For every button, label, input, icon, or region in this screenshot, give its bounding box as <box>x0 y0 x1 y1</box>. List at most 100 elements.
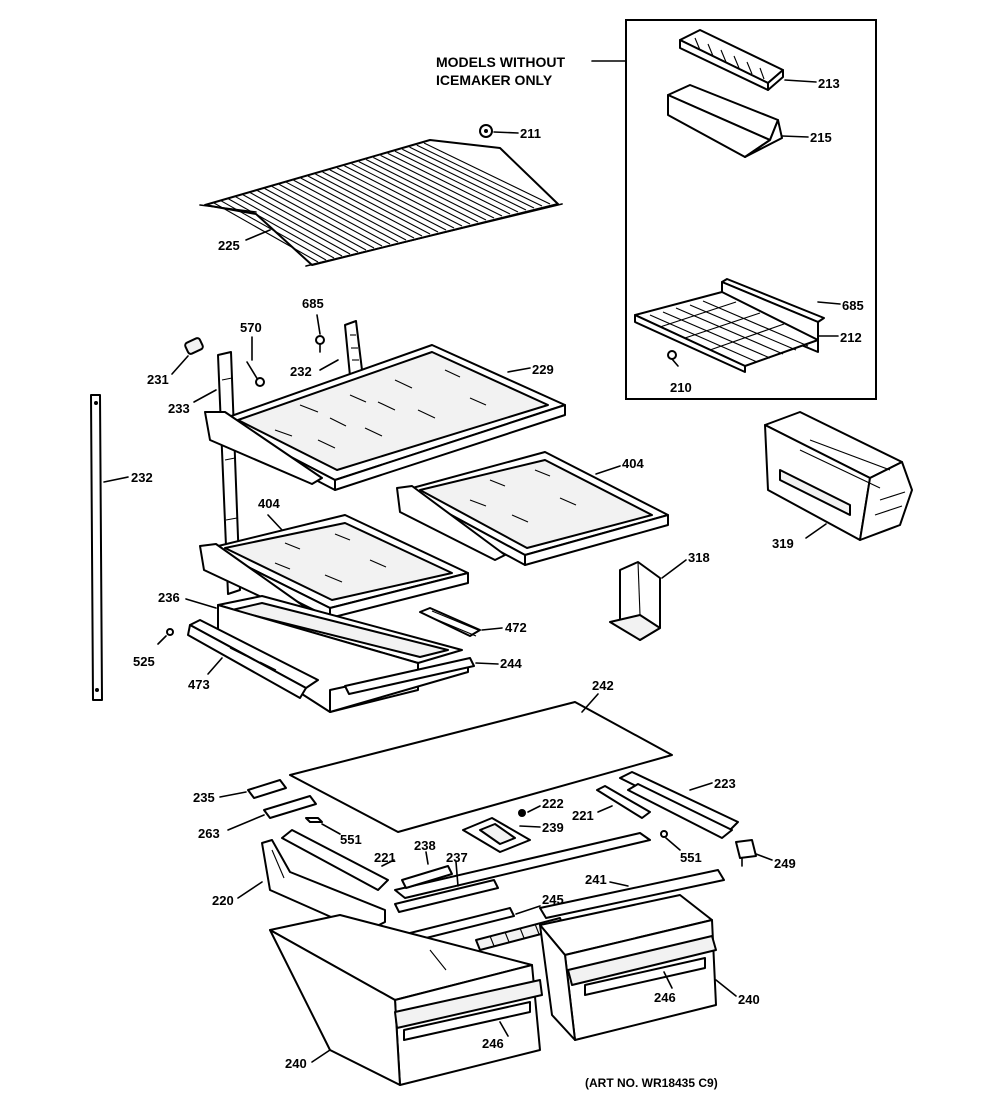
part-241-tube <box>539 869 725 919</box>
leader-240b <box>311 1049 331 1063</box>
part-239-bracket <box>462 817 531 853</box>
shelf-wire <box>271 185 383 247</box>
callout-231: 231 <box>147 372 169 387</box>
leader-263 <box>227 814 265 831</box>
part-237-strip <box>394 879 499 913</box>
shelf-wire <box>293 179 407 241</box>
part-221-rail-right <box>596 785 651 819</box>
callout-404-right: 404 <box>622 456 644 471</box>
callout-236: 236 <box>158 590 180 605</box>
leader-220 <box>237 881 263 899</box>
callout-241: 241 <box>585 872 607 887</box>
shelf-wire <box>242 194 351 255</box>
shelf-wire <box>249 192 359 253</box>
callout-238: 238 <box>414 838 436 853</box>
leader-319 <box>805 523 827 539</box>
part-210-pin <box>667 350 679 367</box>
leader-246a <box>663 971 673 989</box>
part-238-clip <box>401 865 453 889</box>
callout-labels: 211 213 215 225 685 570 232 229 231 233 … <box>131 76 864 1071</box>
shelf-wire <box>380 154 503 217</box>
callout-404-left: 404 <box>258 496 280 511</box>
shelf-wire <box>409 146 535 209</box>
leader-473 <box>207 657 223 675</box>
leader-246b <box>499 1021 509 1037</box>
part-232-long-rail <box>90 394 103 701</box>
part-570-screw <box>246 361 265 387</box>
shelf-wire <box>228 198 335 259</box>
callout-551-right: 551 <box>680 850 702 865</box>
callout-211: 211 <box>520 126 541 141</box>
shelf-wire <box>423 142 551 205</box>
leader-242 <box>581 693 599 713</box>
leader-223 <box>689 782 713 791</box>
shelf-wire <box>351 163 471 225</box>
inset-title-line-1: MODELS WITHOUT <box>436 54 566 70</box>
callout-473: 473 <box>188 677 210 692</box>
shelf-wire <box>322 171 439 233</box>
callout-235: 235 <box>193 790 215 805</box>
leader-215 <box>781 135 809 138</box>
shelf-wire <box>315 173 431 235</box>
callout-318: 318 <box>688 550 710 565</box>
shelf-wire <box>416 144 543 207</box>
part-222-screw <box>518 809 526 817</box>
leader-404b <box>595 465 621 475</box>
part-249-clip <box>735 839 757 867</box>
callout-525: 525 <box>133 654 155 669</box>
part-242-crisper-cover <box>289 701 673 833</box>
leader-232b <box>103 476 129 483</box>
leader-211 <box>493 131 519 134</box>
callout-237: 237 <box>446 850 468 865</box>
leader-231 <box>171 355 189 375</box>
leader-404a <box>267 514 283 531</box>
callout-225: 225 <box>218 238 240 253</box>
shelf-wire <box>365 159 487 221</box>
part-223-rail <box>619 771 739 839</box>
callout-246-right: 246 <box>654 990 676 1005</box>
part-263-strip <box>263 795 317 819</box>
part-551-screw-left <box>305 817 323 823</box>
callout-263: 263 <box>198 826 220 841</box>
shelf-wire <box>394 150 519 213</box>
shelf-wire <box>373 156 495 219</box>
shelf-wire <box>344 165 463 227</box>
part-220-support-bracket <box>261 839 386 933</box>
leader-685b <box>817 301 841 305</box>
callout-233: 233 <box>168 401 190 416</box>
part-318-bracket <box>609 561 661 641</box>
leader-551a <box>321 823 341 835</box>
leader-222 <box>527 805 541 813</box>
leader-221a <box>597 805 613 813</box>
inset-box <box>625 19 877 400</box>
callout-246-left: 246 <box>482 1036 504 1051</box>
leader-685a <box>316 314 321 335</box>
part-525-screw <box>157 628 174 645</box>
leader-472 <box>481 627 503 631</box>
leader-249 <box>755 853 773 861</box>
inset-title-line-2: ICEMAKER ONLY <box>436 72 553 88</box>
leader-318 <box>661 559 687 579</box>
callout-212: 212 <box>840 330 862 345</box>
callout-685-inset: 685 <box>842 298 864 313</box>
shelf-wire <box>402 148 527 211</box>
part-473-drawer-cover <box>187 619 319 699</box>
callout-222: 222 <box>542 796 564 811</box>
part-472-slide <box>419 607 481 637</box>
part-231-bumper <box>184 337 204 355</box>
part-404-left-shelf <box>199 514 469 619</box>
callout-229: 229 <box>532 362 554 377</box>
part-404-right-shelf <box>396 451 669 566</box>
callout-215: 215 <box>810 130 832 145</box>
leader-238 <box>425 851 429 865</box>
callout-213: 213 <box>818 76 840 91</box>
leader-235 <box>219 791 247 798</box>
shelf-wire <box>358 161 479 223</box>
callout-232: 232 <box>290 364 312 379</box>
part-685-screw <box>315 335 325 353</box>
callout-210: 210 <box>670 380 692 395</box>
callout-319: 319 <box>772 536 794 551</box>
part-213-ice-tray <box>679 29 784 91</box>
